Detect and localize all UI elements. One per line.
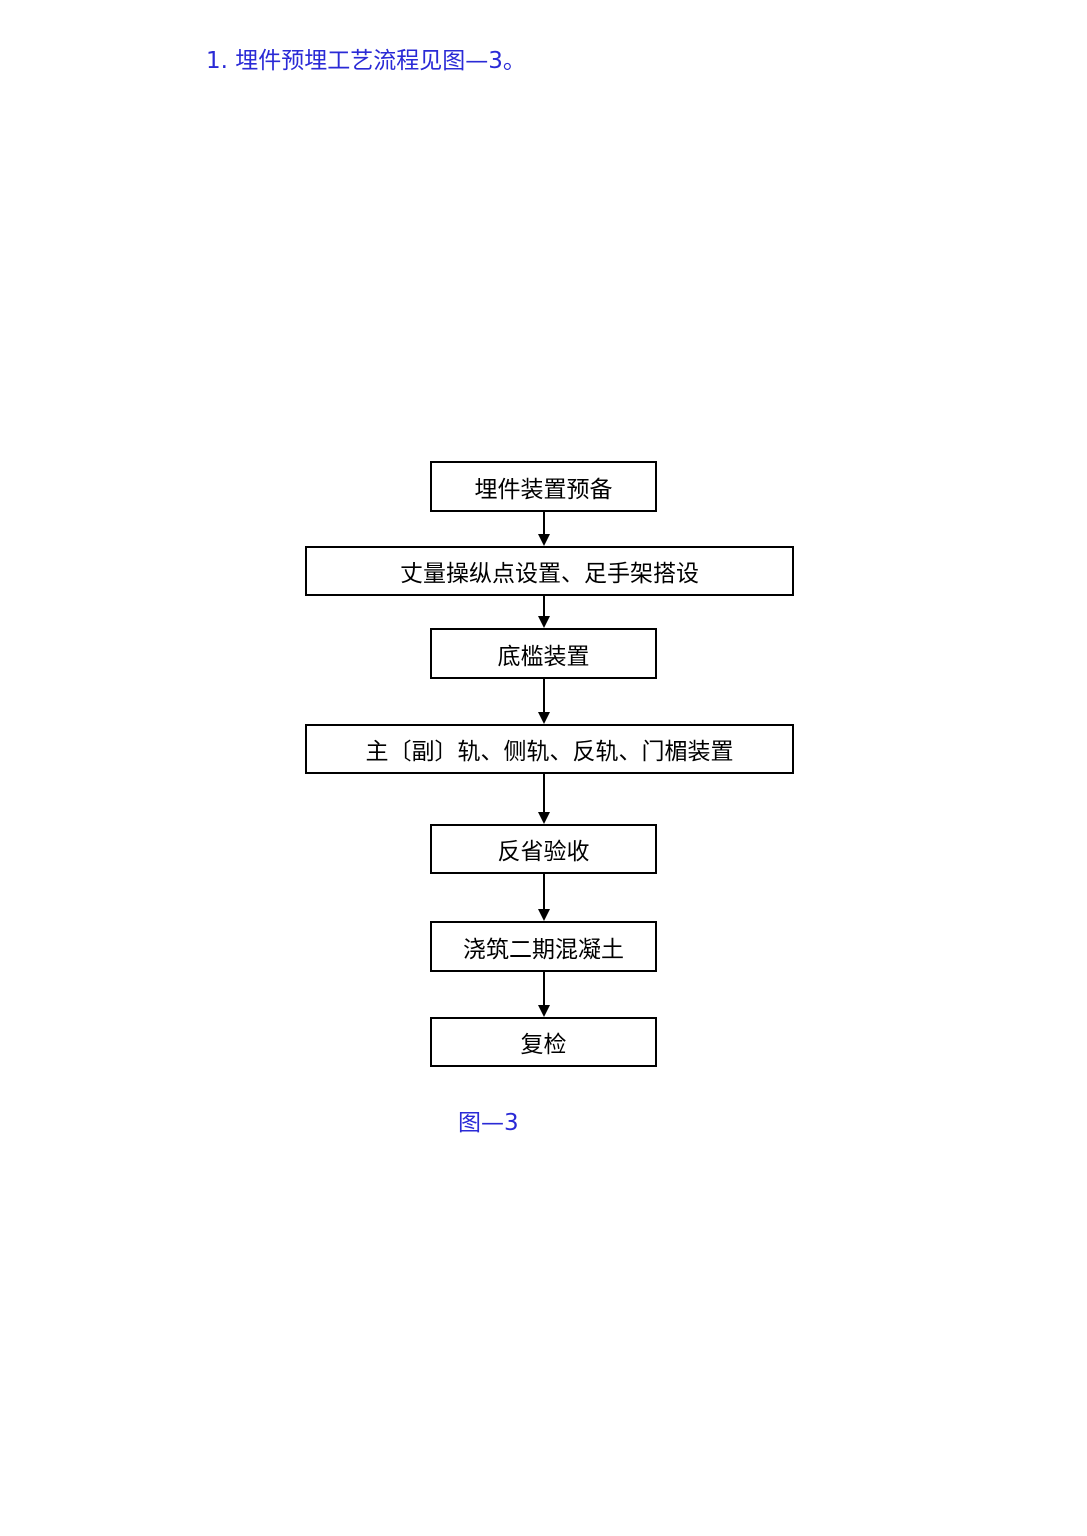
flow-step-label: 复检: [520, 1032, 567, 1058]
arrow-5-to-6: [538, 874, 550, 921]
flow-step-inspection: 反省验收: [430, 824, 657, 874]
arrow-6-to-7: [538, 972, 550, 1017]
flow-step-label: 埋件装置预备: [474, 476, 613, 503]
figure-caption: 图—3: [458, 1110, 519, 1136]
flow-step-label: 反省验收: [497, 839, 590, 865]
flow-step-survey-scaffold: 丈量操纵点设置、足手架搭设: [305, 546, 794, 596]
flow-step-rails-install: 主〔副〕轨、侧轨、反轨、门楣装置: [305, 724, 794, 774]
flow-step-recheck: 复检: [430, 1017, 657, 1067]
arrow-1-to-2: [538, 512, 550, 546]
flow-step-label: 底槛装置: [497, 643, 590, 670]
flow-step-sill-install: 底槛装置: [430, 628, 657, 679]
arrow-4-to-5: [538, 774, 550, 824]
arrow-2-to-3: [538, 596, 550, 628]
flow-step-label: 浇筑二期混凝土: [463, 936, 624, 963]
heading: 1. 埋件预埋工艺流程见图—3。: [206, 48, 526, 74]
arrow-3-to-4: [538, 679, 550, 724]
flow-step-embedded-parts-prep: 埋件装置预备: [430, 461, 657, 512]
flow-step-label: 主〔副〕轨、侧轨、反轨、门楣装置: [365, 739, 734, 765]
flow-step-pour-concrete: 浇筑二期混凝土: [430, 921, 657, 972]
flow-step-label: 丈量操纵点设置、足手架搭设: [400, 561, 699, 587]
